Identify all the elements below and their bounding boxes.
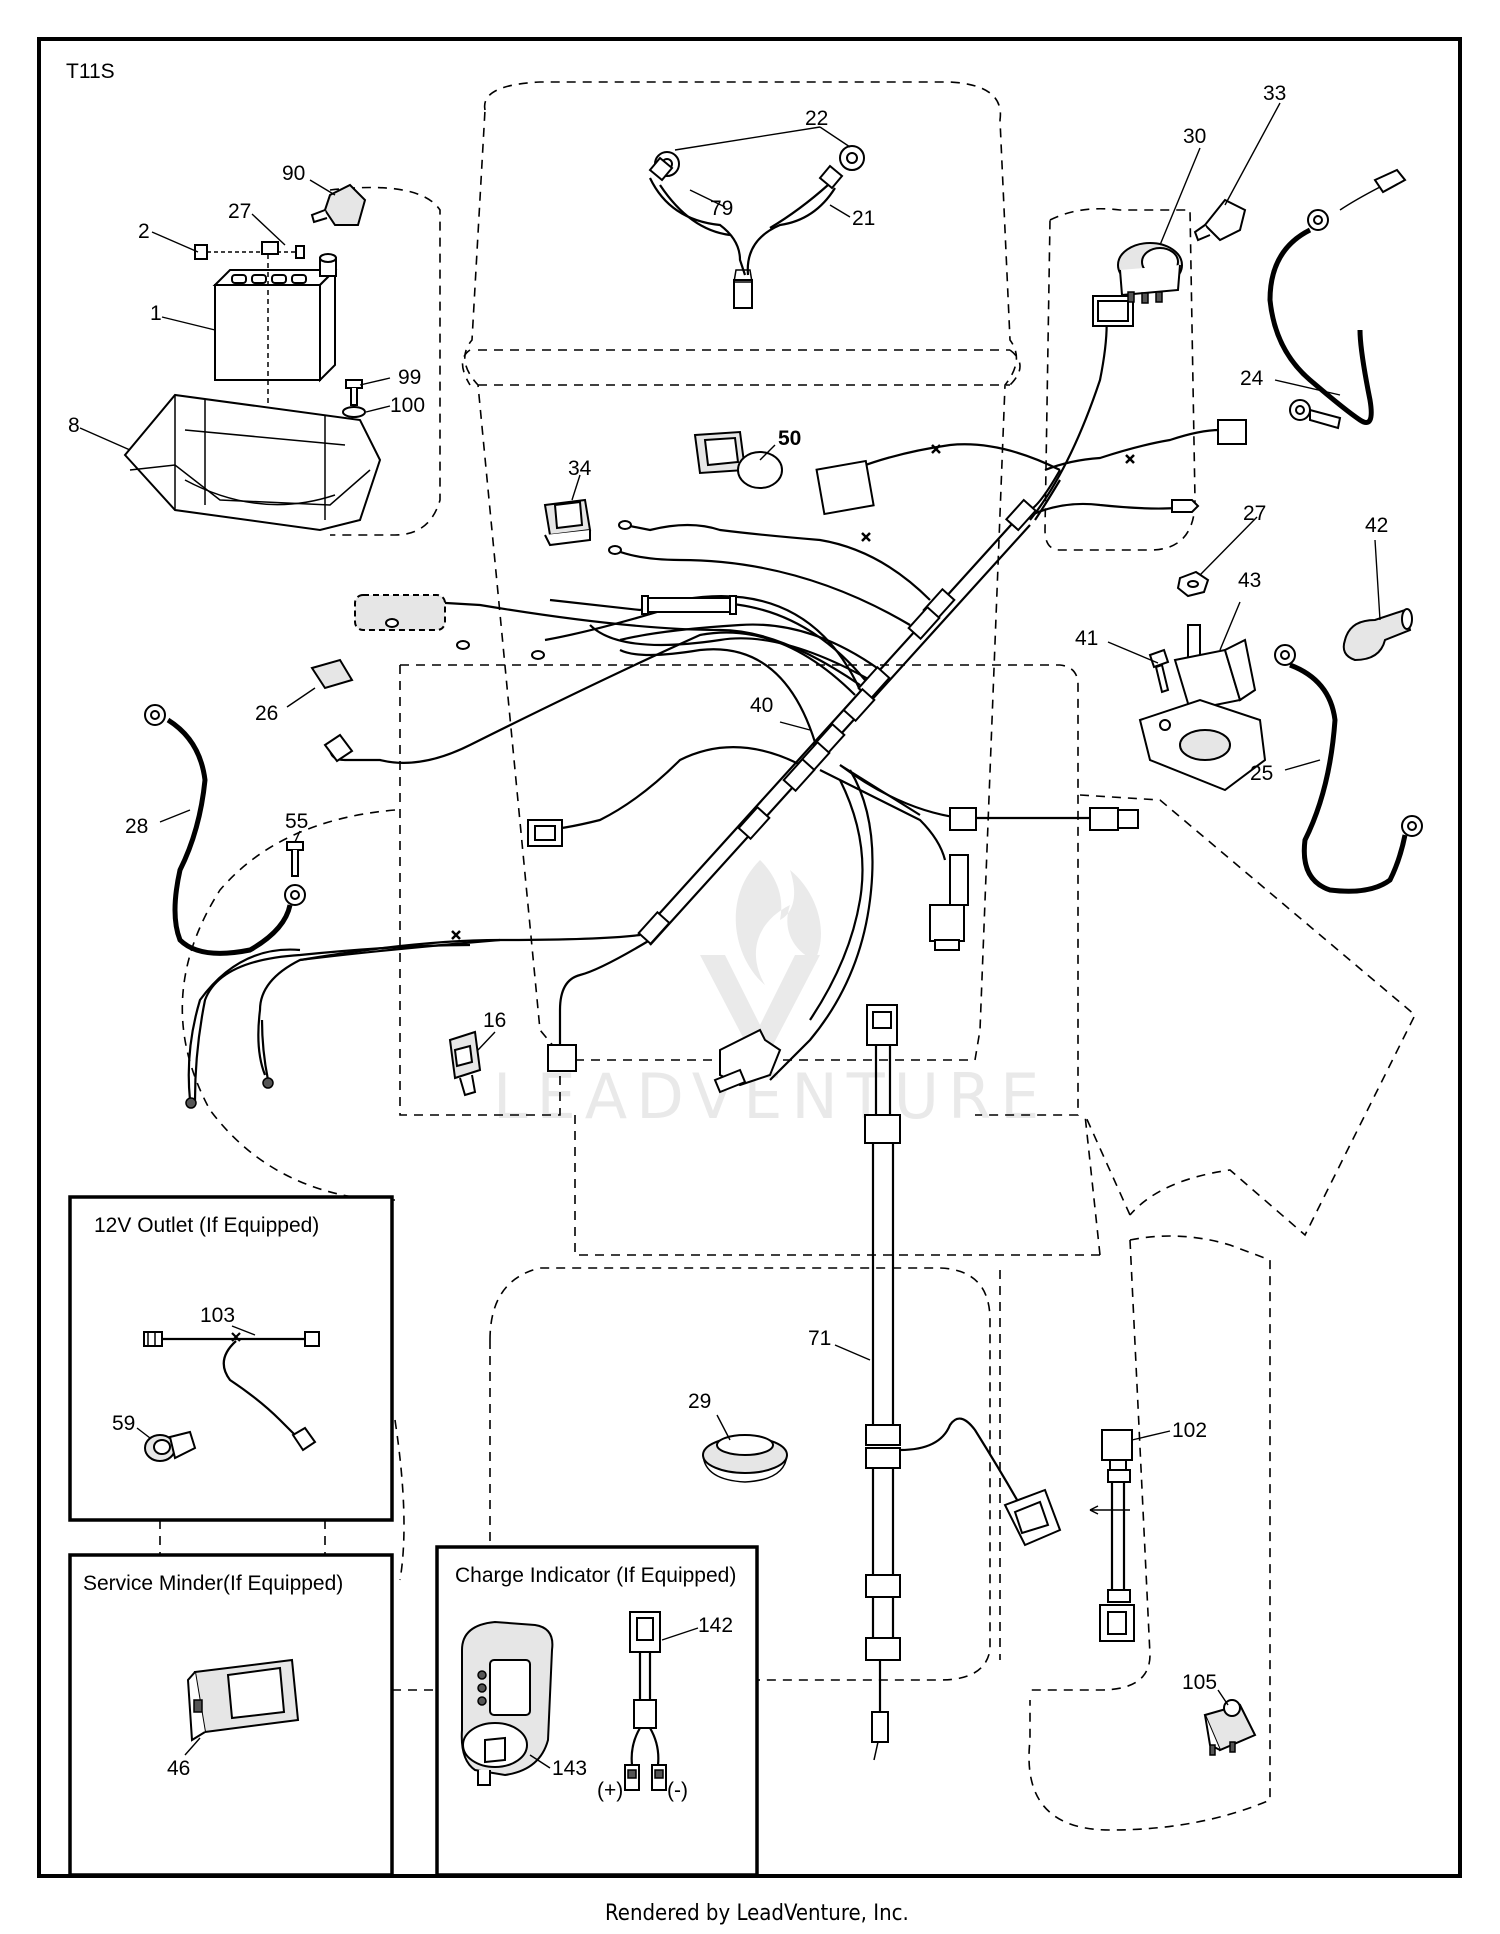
- plunger-switch-50: [693, 430, 783, 489]
- callout-42: 42: [1365, 514, 1388, 537]
- battery-1: [212, 253, 338, 383]
- charge-minus-label: (-): [667, 1779, 688, 1802]
- solenoid-43: [1138, 624, 1267, 792]
- bolt-55: [286, 841, 304, 877]
- inset-12v-outlet-title: 12V Outlet (If Equipped): [94, 1214, 319, 1237]
- callout-28: 28: [125, 815, 148, 838]
- callout-8: 8: [68, 414, 80, 437]
- tractor-body-outline: [399, 664, 1416, 1256]
- callout-46: 46: [167, 1757, 190, 1780]
- callout-21: 21: [852, 207, 875, 230]
- splice-marks: [451, 444, 1135, 940]
- battery-tray-8: [123, 393, 382, 532]
- callout-22: 22: [805, 107, 828, 130]
- rear-harness-71: [864, 1004, 1062, 1761]
- ignition-switch-30: [1117, 242, 1183, 304]
- inset-charge-indicator-title: Charge Indicator (If Equipped): [455, 1564, 736, 1587]
- wheel-arc-outline: [181, 809, 396, 1201]
- callout-24: 24: [1240, 367, 1264, 390]
- grommet-29: [702, 1434, 788, 1483]
- callout-99: 99: [398, 366, 421, 389]
- charge-plus-label: (+): [597, 1779, 623, 1802]
- headlight-harness: [648, 145, 865, 309]
- tractor-hood-outline: [461, 81, 1021, 1061]
- inset-12v-outlet: 12V Outlet (If Equipped) 103 59: [68, 1195, 394, 1522]
- footer-credit: Rendered by LeadVenture, Inc.: [605, 1901, 909, 1926]
- key-33: [1193, 198, 1247, 242]
- nut-27b: [1176, 570, 1210, 598]
- main-wire-harness: [193, 304, 1221, 1101]
- callout-27b: 27: [1243, 502, 1266, 525]
- callout-143: 143: [552, 1757, 587, 1780]
- bolt-41: [1148, 648, 1170, 694]
- seat-area-outline: [489, 1267, 991, 1681]
- callout-90: 90: [282, 162, 305, 185]
- callout-102: 102: [1172, 1419, 1207, 1442]
- callout-29: 29: [688, 1390, 711, 1413]
- callout-59: 59: [112, 1412, 135, 1435]
- harness-102: [1089, 1429, 1135, 1642]
- rear-area-outline: [999, 1235, 1271, 1831]
- fuse-26: [310, 658, 354, 690]
- callout-105: 105: [1182, 1671, 1217, 1694]
- ground-leads: [185, 948, 301, 1109]
- callout-142: 142: [698, 1614, 733, 1637]
- callout-41: 41: [1075, 627, 1098, 650]
- callout-leaders: [79, 102, 1381, 1706]
- callout-43: 43: [1238, 569, 1261, 592]
- callout-71: 71: [808, 1327, 831, 1350]
- battery-cable-28: [144, 704, 306, 956]
- battery-area-outline: [329, 186, 441, 536]
- callout-79: 79: [710, 197, 733, 220]
- callout-103: 103: [200, 1304, 235, 1327]
- ignition-area-outline: [1044, 207, 1196, 551]
- terminal-boot-42: [1342, 608, 1413, 662]
- connector-16: [448, 1030, 482, 1097]
- boot-90: [310, 183, 367, 226]
- callout-2: 2: [138, 220, 150, 243]
- diagram-id: T11S: [66, 60, 115, 83]
- inset-service-minder: Service Minder(If Equipped) 46: [68, 1553, 394, 1877]
- harness-connectors: [323, 295, 1247, 1094]
- rocker-switch-34: [543, 498, 592, 547]
- callout-100: 100: [390, 394, 425, 417]
- callout-55: 55: [285, 810, 308, 833]
- bolt-99: [342, 379, 366, 418]
- callout-34: 34: [568, 457, 592, 480]
- callout-26: 26: [255, 702, 278, 725]
- callout-27a: 27: [228, 200, 251, 223]
- callout-40: 40: [750, 694, 773, 717]
- callout-25: 25: [1250, 762, 1273, 785]
- switch-105: [1203, 1699, 1257, 1756]
- callout-50: 50: [778, 427, 801, 450]
- callout-16: 16: [483, 1009, 506, 1032]
- inset-service-minder-title: Service Minder(If Equipped): [83, 1572, 343, 1595]
- callout-30: 30: [1183, 125, 1206, 148]
- battery-cable-24: [1267, 168, 1407, 430]
- inset-charge-indicator: Charge Indicator (If Equipped) 143 (+) (…: [435, 1545, 759, 1877]
- harness-sleeves: [637, 498, 1038, 946]
- battery-cable-25: [1274, 644, 1423, 894]
- callout-labels: 1 2 27 90 8 99 100 22 79 21 30 33 24 50 …: [68, 82, 1388, 1694]
- callout-1: 1: [150, 302, 162, 325]
- callout-33: 33: [1263, 82, 1286, 105]
